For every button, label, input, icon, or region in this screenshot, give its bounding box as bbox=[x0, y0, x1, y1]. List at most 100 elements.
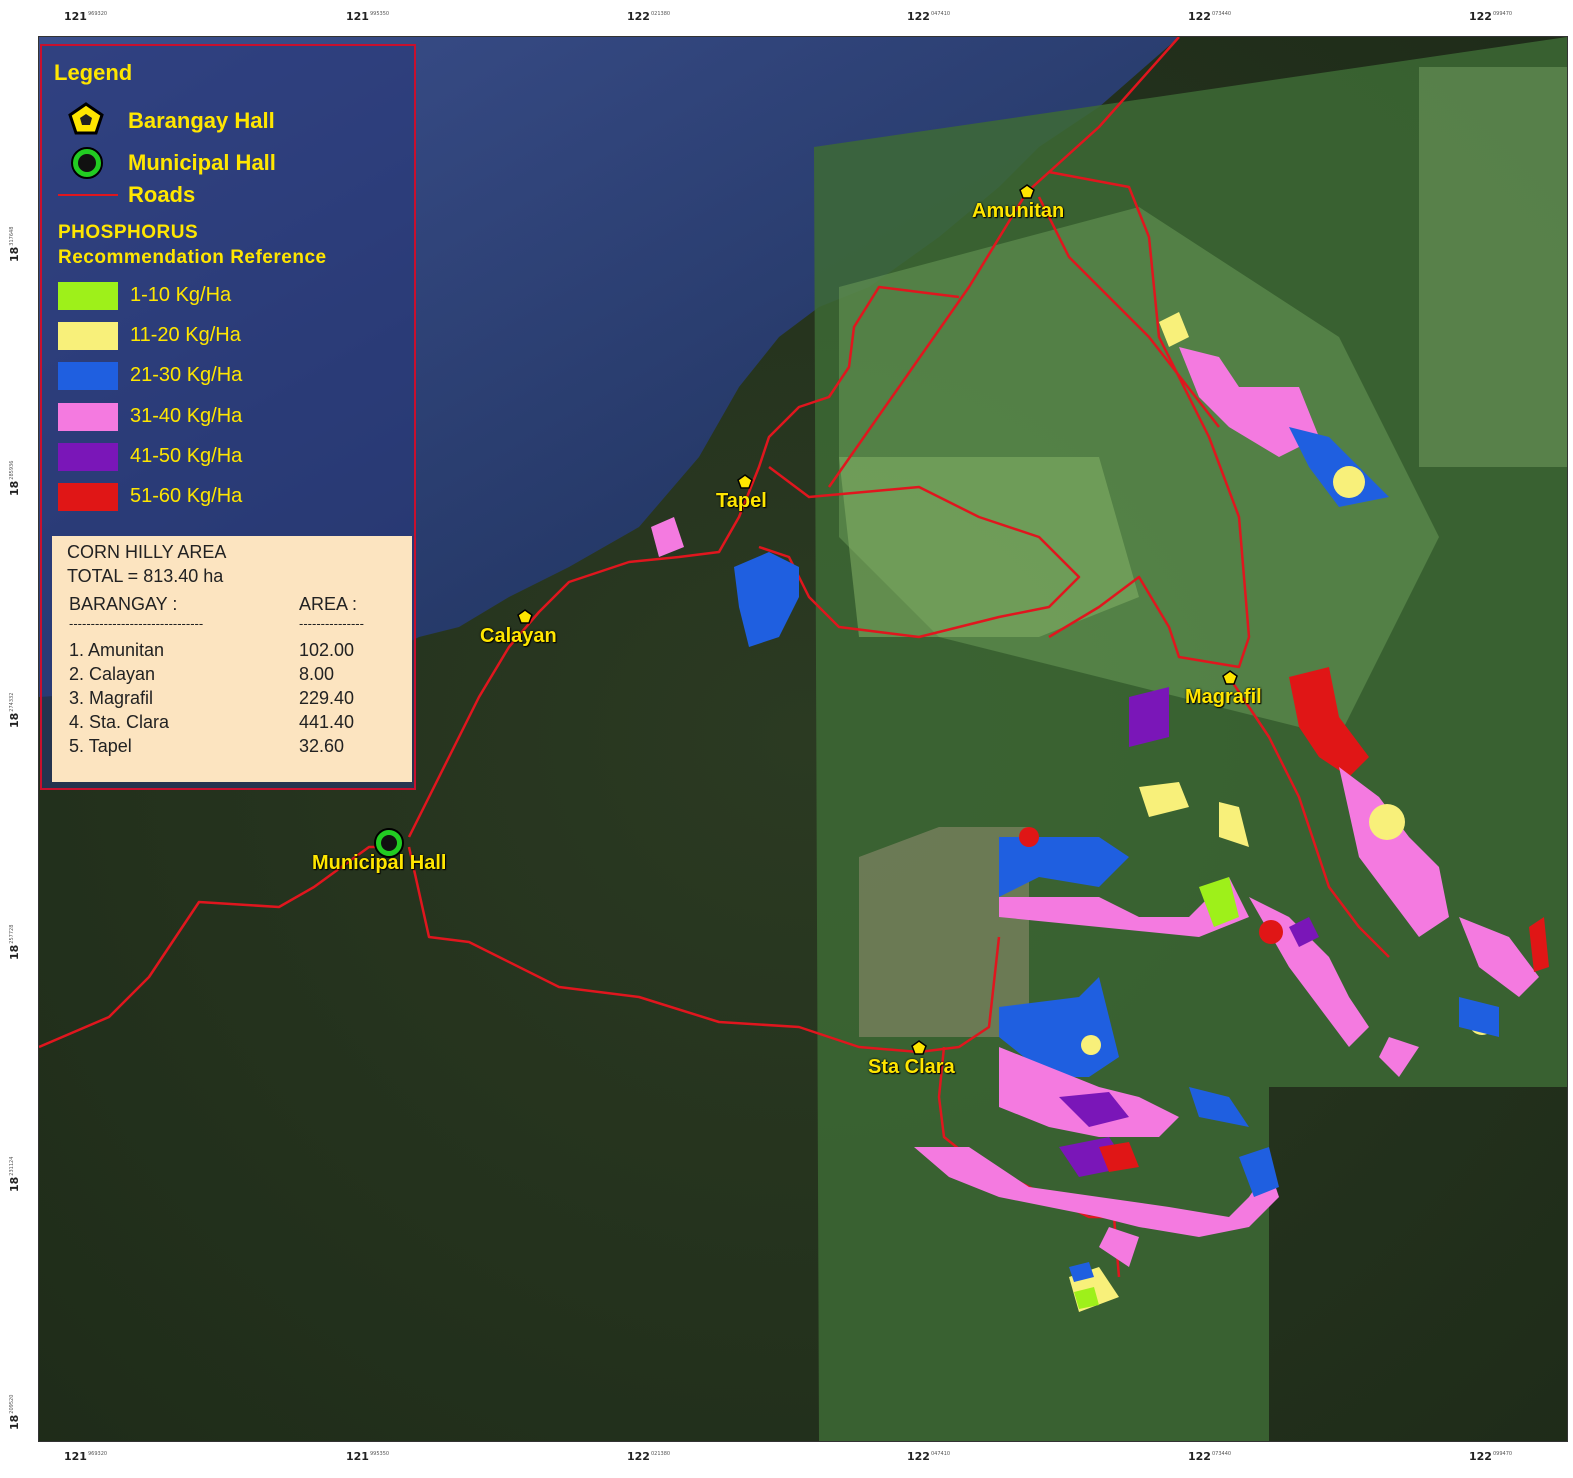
zone-tapel-pink bbox=[651, 517, 684, 557]
tick-top-3: 122021380 bbox=[627, 10, 671, 23]
zone-south-blue bbox=[1239, 1147, 1279, 1197]
swatch-11-20 bbox=[58, 322, 118, 350]
swatch-21-30 bbox=[58, 362, 118, 390]
pentagon-icon bbox=[1222, 670, 1238, 685]
table-row-name: 3. Magrafil bbox=[69, 688, 154, 708]
zone-mid-yellow bbox=[1139, 782, 1189, 817]
zone-magrafil-purple bbox=[1129, 687, 1169, 747]
legend-label-municipal-hall: Municipal Hall bbox=[128, 150, 276, 175]
tick-top-5: 122073440 bbox=[1188, 10, 1232, 23]
zone-center-red-dot bbox=[1019, 827, 1039, 847]
zone-staclara-blue-east bbox=[1189, 1087, 1249, 1127]
table-row-area: 229.40 bbox=[299, 688, 355, 708]
zone-amunitan-pink bbox=[1179, 347, 1319, 457]
class-label-31-40: 31-40 Kg/Ha bbox=[130, 405, 243, 427]
road-south bbox=[407, 846, 1001, 1054]
table-row-area: 8.00 bbox=[299, 664, 335, 684]
place-label-tapel: Tapel bbox=[716, 490, 767, 512]
zone-staclara-purple bbox=[1059, 1092, 1129, 1127]
circle-icon bbox=[71, 147, 103, 179]
line-icon bbox=[58, 194, 118, 196]
tick-top-1: 121969320 bbox=[64, 10, 108, 23]
barangay-hall-markers bbox=[517, 184, 1238, 1055]
place-label-amunitan: Amunitan bbox=[972, 200, 1065, 222]
table-row-area: 102.00 bbox=[299, 640, 355, 660]
legend-section-subtitle: Recommendation Reference bbox=[58, 247, 327, 268]
area-table-rule-right: --------------- bbox=[299, 616, 364, 631]
area-table: CORN HILLY AREA TOTAL = 813.40 ha BARANG… bbox=[52, 536, 412, 782]
area-table-col-area: AREA : bbox=[299, 594, 358, 614]
zone-far-east-blue bbox=[1459, 997, 1499, 1037]
pentagon-icon bbox=[517, 609, 533, 624]
legend-label-barangay-hall: Barangay Hall bbox=[128, 108, 275, 133]
area-table-col-barangay: BARANGAY : bbox=[69, 594, 178, 614]
legend-label-roads: Roads bbox=[128, 182, 196, 207]
table-row-area: 32.60 bbox=[299, 736, 345, 756]
zone-amunitan-yellow bbox=[1159, 312, 1189, 347]
tick-bottom-3: 122021380 bbox=[627, 1450, 671, 1463]
pentagon-icon bbox=[737, 474, 753, 489]
zone-amunitan-yellow-dot bbox=[1333, 466, 1365, 498]
place-label-sta-clara: Sta Clara bbox=[868, 1056, 955, 1078]
area-table-title: CORN HILLY AREA bbox=[67, 542, 227, 562]
pentagon-icon bbox=[68, 102, 104, 135]
zone-east2-purple bbox=[1289, 917, 1319, 947]
zone-mid-yellow2 bbox=[1219, 802, 1249, 847]
place-label-magrafil: Magrafil bbox=[1185, 686, 1262, 708]
zone-south-blue2 bbox=[1069, 1262, 1094, 1282]
tick-bottom-5: 122073440 bbox=[1188, 1450, 1232, 1463]
zone-south-green bbox=[1074, 1287, 1099, 1309]
table-row-area: 441.40 bbox=[299, 712, 355, 732]
zone-east-yellow-dot bbox=[1369, 804, 1405, 840]
tick-left-4: 18257728 bbox=[8, 924, 21, 960]
field-pale-ne bbox=[1419, 67, 1567, 467]
zone-staclara-yellow-dot bbox=[1081, 1035, 1101, 1055]
zone-center-pink bbox=[999, 877, 1249, 937]
tick-left-1: 18317648 bbox=[8, 226, 21, 262]
legend-title: Legend bbox=[54, 60, 133, 85]
class-label-41-50: 41-50 Kg/Ha bbox=[130, 445, 243, 467]
zone-east2-red-dot bbox=[1259, 920, 1283, 944]
zone-magrafil-red bbox=[1289, 667, 1369, 777]
road-sw bbox=[39, 845, 399, 1049]
swatch-1-10 bbox=[58, 282, 118, 310]
zone-far-east-red bbox=[1529, 917, 1549, 972]
tick-left-6: 18209520 bbox=[8, 1394, 21, 1430]
swatch-51-60 bbox=[58, 483, 118, 511]
table-row-name: 4. Sta. Clara bbox=[69, 712, 170, 732]
zone-tapel-blue bbox=[734, 552, 799, 647]
road-magrafil bbox=[1037, 196, 1220, 428]
road-east-branch bbox=[1048, 170, 1251, 669]
place-label-municipal-hall: Municipal Hall bbox=[312, 852, 447, 874]
pentagon-icon bbox=[1019, 184, 1035, 199]
zone-far-east-pink bbox=[1459, 917, 1539, 997]
class-label-1-10: 1-10 Kg/Ha bbox=[130, 284, 232, 306]
pentagon-icon bbox=[911, 1040, 927, 1055]
zone-south-pink bbox=[914, 1147, 1279, 1237]
area-table-total: TOTAL = 813.40 ha bbox=[67, 566, 224, 586]
zone-center-blue bbox=[999, 837, 1129, 897]
legend-panel: Legend Barangay Hall Municipal Hall Road… bbox=[40, 44, 416, 790]
zone-green bbox=[1199, 877, 1239, 927]
swatch-31-40 bbox=[58, 403, 118, 431]
road-east-south bbox=[1227, 676, 1390, 958]
legend-section-title: PHOSPHORUS bbox=[58, 222, 199, 243]
table-row-name: 2. Calayan bbox=[69, 664, 156, 684]
tick-left-3: 18274332 bbox=[8, 692, 21, 728]
tick-bottom-4: 122047410 bbox=[907, 1450, 951, 1463]
class-label-21-30: 21-30 Kg/Ha bbox=[130, 364, 243, 386]
zone-south-tail-pink bbox=[1099, 1227, 1139, 1267]
zone-south-red bbox=[1099, 1142, 1139, 1172]
class-label-11-20: 11-20 Kg/Ha bbox=[130, 324, 241, 346]
field-brown bbox=[859, 827, 1029, 1037]
municipal-hall-marker bbox=[374, 828, 404, 858]
tick-bottom-2: 121995350 bbox=[346, 1450, 390, 1463]
road-tapel-loop bbox=[758, 466, 1081, 639]
road-loop-west bbox=[407, 285, 960, 838]
table-row-name: 1. Amunitan bbox=[69, 640, 165, 660]
zone-staclara-pink bbox=[999, 1047, 1179, 1137]
tick-bottom-1: 121969320 bbox=[64, 1450, 108, 1463]
place-label-calayan: Calayan bbox=[480, 625, 557, 647]
roads bbox=[39, 37, 1390, 1278]
tick-bottom-6: 122099470 bbox=[1469, 1450, 1513, 1463]
